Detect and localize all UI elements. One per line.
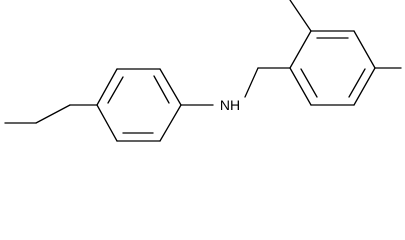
methyl-groups: [289, 0, 402, 69]
ring-b-bond-3: [353, 30, 376, 69]
amine-label: NH: [220, 97, 240, 113]
ring-a-double-2: [153, 75, 170, 104]
ring-a-bond-3: [159, 68, 182, 106]
ring-a-bond-4: [159, 104, 182, 142]
xylyl-ring: [289, 30, 376, 106]
ring-b-bond-6: [289, 67, 312, 106]
chemical-structure: NH: [4, 0, 402, 142]
ring-a-bond-6: [96, 104, 118, 142]
ring-a-bond-1: [96, 68, 118, 106]
bond-nh-to-ch2: [244, 67, 259, 98]
bond-methyl-ortho: [289, 0, 312, 32]
ring-b-double-3: [300, 68, 318, 98]
ring-b-bond-1: [289, 30, 312, 69]
bond-propyl-2: [35, 104, 71, 124]
ring-b-bond-4: [353, 67, 376, 106]
amine-linker: NH: [180, 67, 291, 113]
propyl-chain: [4, 104, 98, 124]
ring-b-double-2: [348, 68, 366, 98]
ring-a-double-1: [107, 76, 124, 104]
phenylene-ring: [96, 68, 182, 142]
